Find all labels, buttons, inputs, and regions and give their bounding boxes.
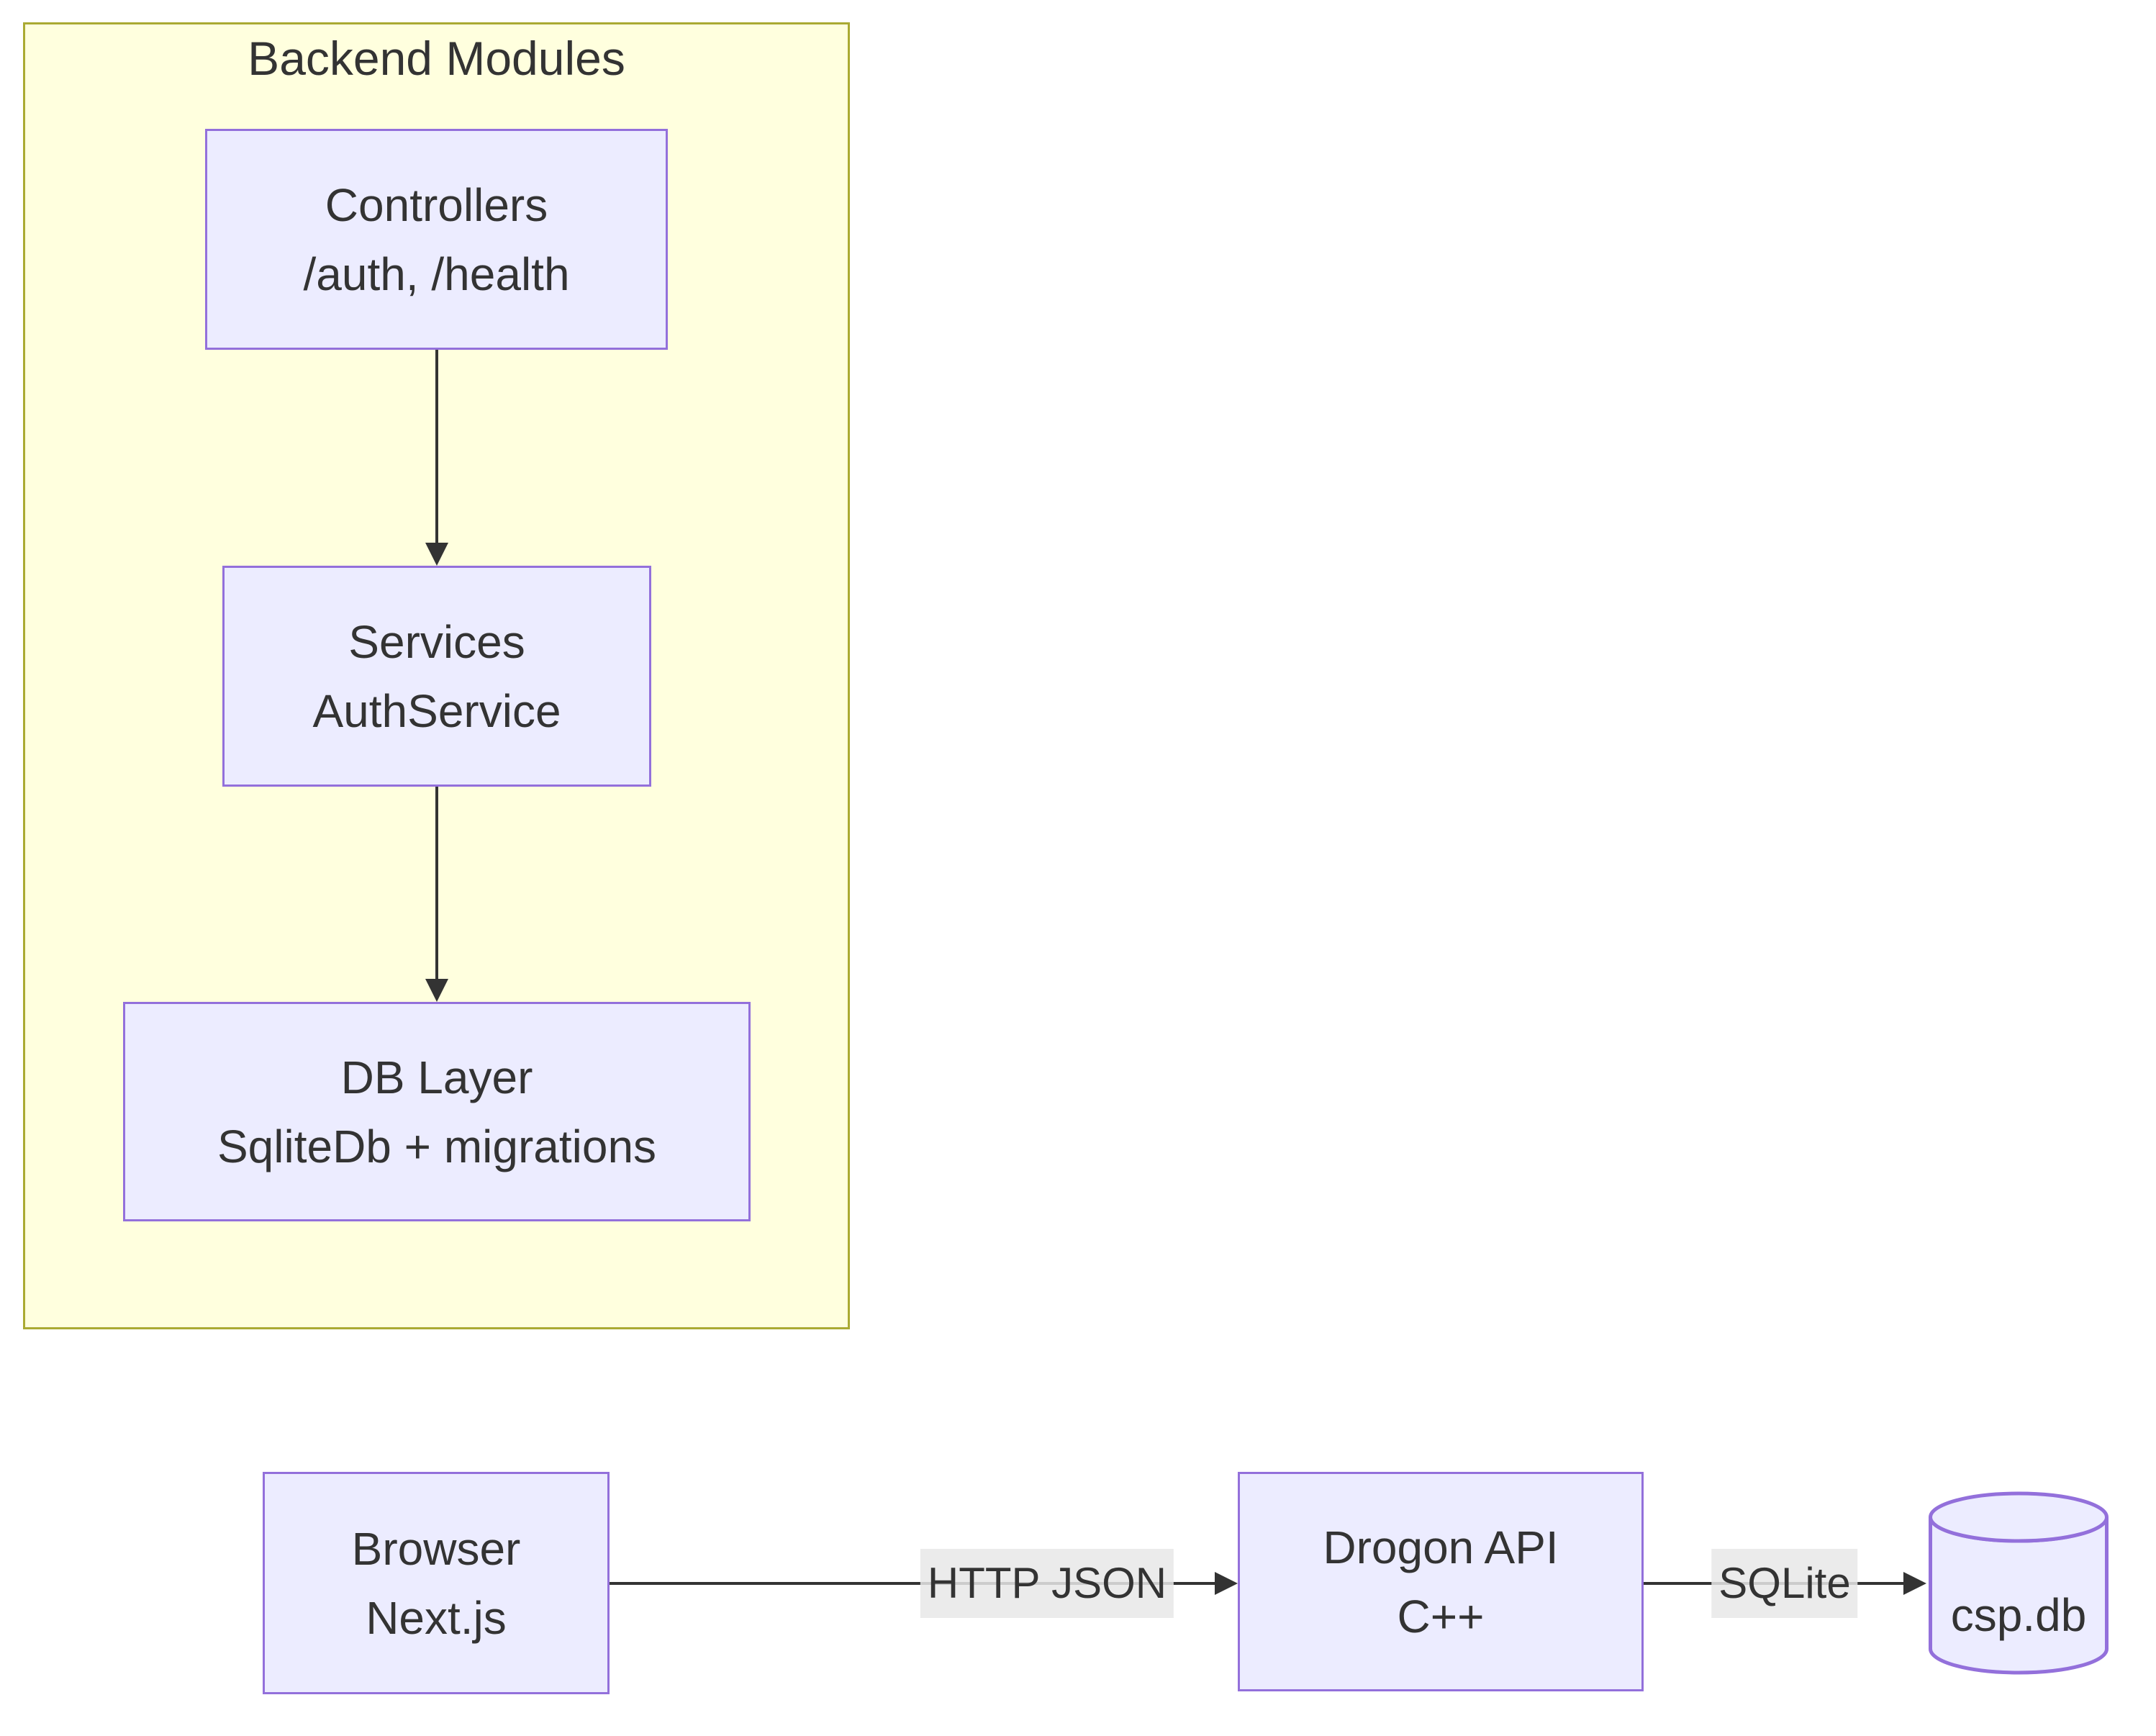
node-services-title: Services: [348, 615, 525, 668]
node-db-layer-title: DB Layer: [340, 1051, 533, 1103]
node-drogon-api: Drogon API C++: [1238, 1472, 1644, 1691]
edge-controllers-to-services: [435, 350, 438, 544]
node-db-layer: DB Layer SqliteDb + migrations: [123, 1002, 751, 1221]
node-drogon-api-subtitle: C++: [1397, 1590, 1485, 1642]
node-controllers: Controllers /auth, /health: [205, 129, 668, 350]
edge-services-to-db-layer: [435, 787, 438, 980]
arrowhead-right-icon: [1903, 1572, 1926, 1595]
node-services-subtitle: AuthService: [312, 684, 561, 737]
node-browser: Browser Next.js: [263, 1472, 610, 1694]
database-cylinder-icon: [1929, 1491, 2109, 1675]
node-csp-db-label: csp.db: [1950, 1589, 2087, 1641]
arrowhead-right-icon: [1215, 1572, 1238, 1595]
arrowhead-down-icon: [425, 979, 448, 1002]
node-csp-db: [1926, 1491, 2111, 1675]
edge-label-http-json: HTTP JSON: [920, 1549, 1174, 1618]
node-browser-title: Browser: [351, 1522, 521, 1575]
edge-browser-to-drogon-api: [610, 1582, 1216, 1585]
node-services: Services AuthService: [222, 566, 651, 787]
node-controllers-subtitle: /auth, /health: [303, 248, 570, 300]
node-db-layer-subtitle: SqliteDb + migrations: [217, 1120, 657, 1172]
node-controllers-title: Controllers: [325, 178, 548, 231]
arrowhead-down-icon: [425, 543, 448, 566]
subgraph-title: Backend Modules: [248, 32, 625, 85]
node-drogon-api-title: Drogon API: [1323, 1521, 1559, 1573]
edge-label-sqlite: SQLite: [1711, 1549, 1858, 1618]
node-browser-subtitle: Next.js: [366, 1591, 507, 1644]
